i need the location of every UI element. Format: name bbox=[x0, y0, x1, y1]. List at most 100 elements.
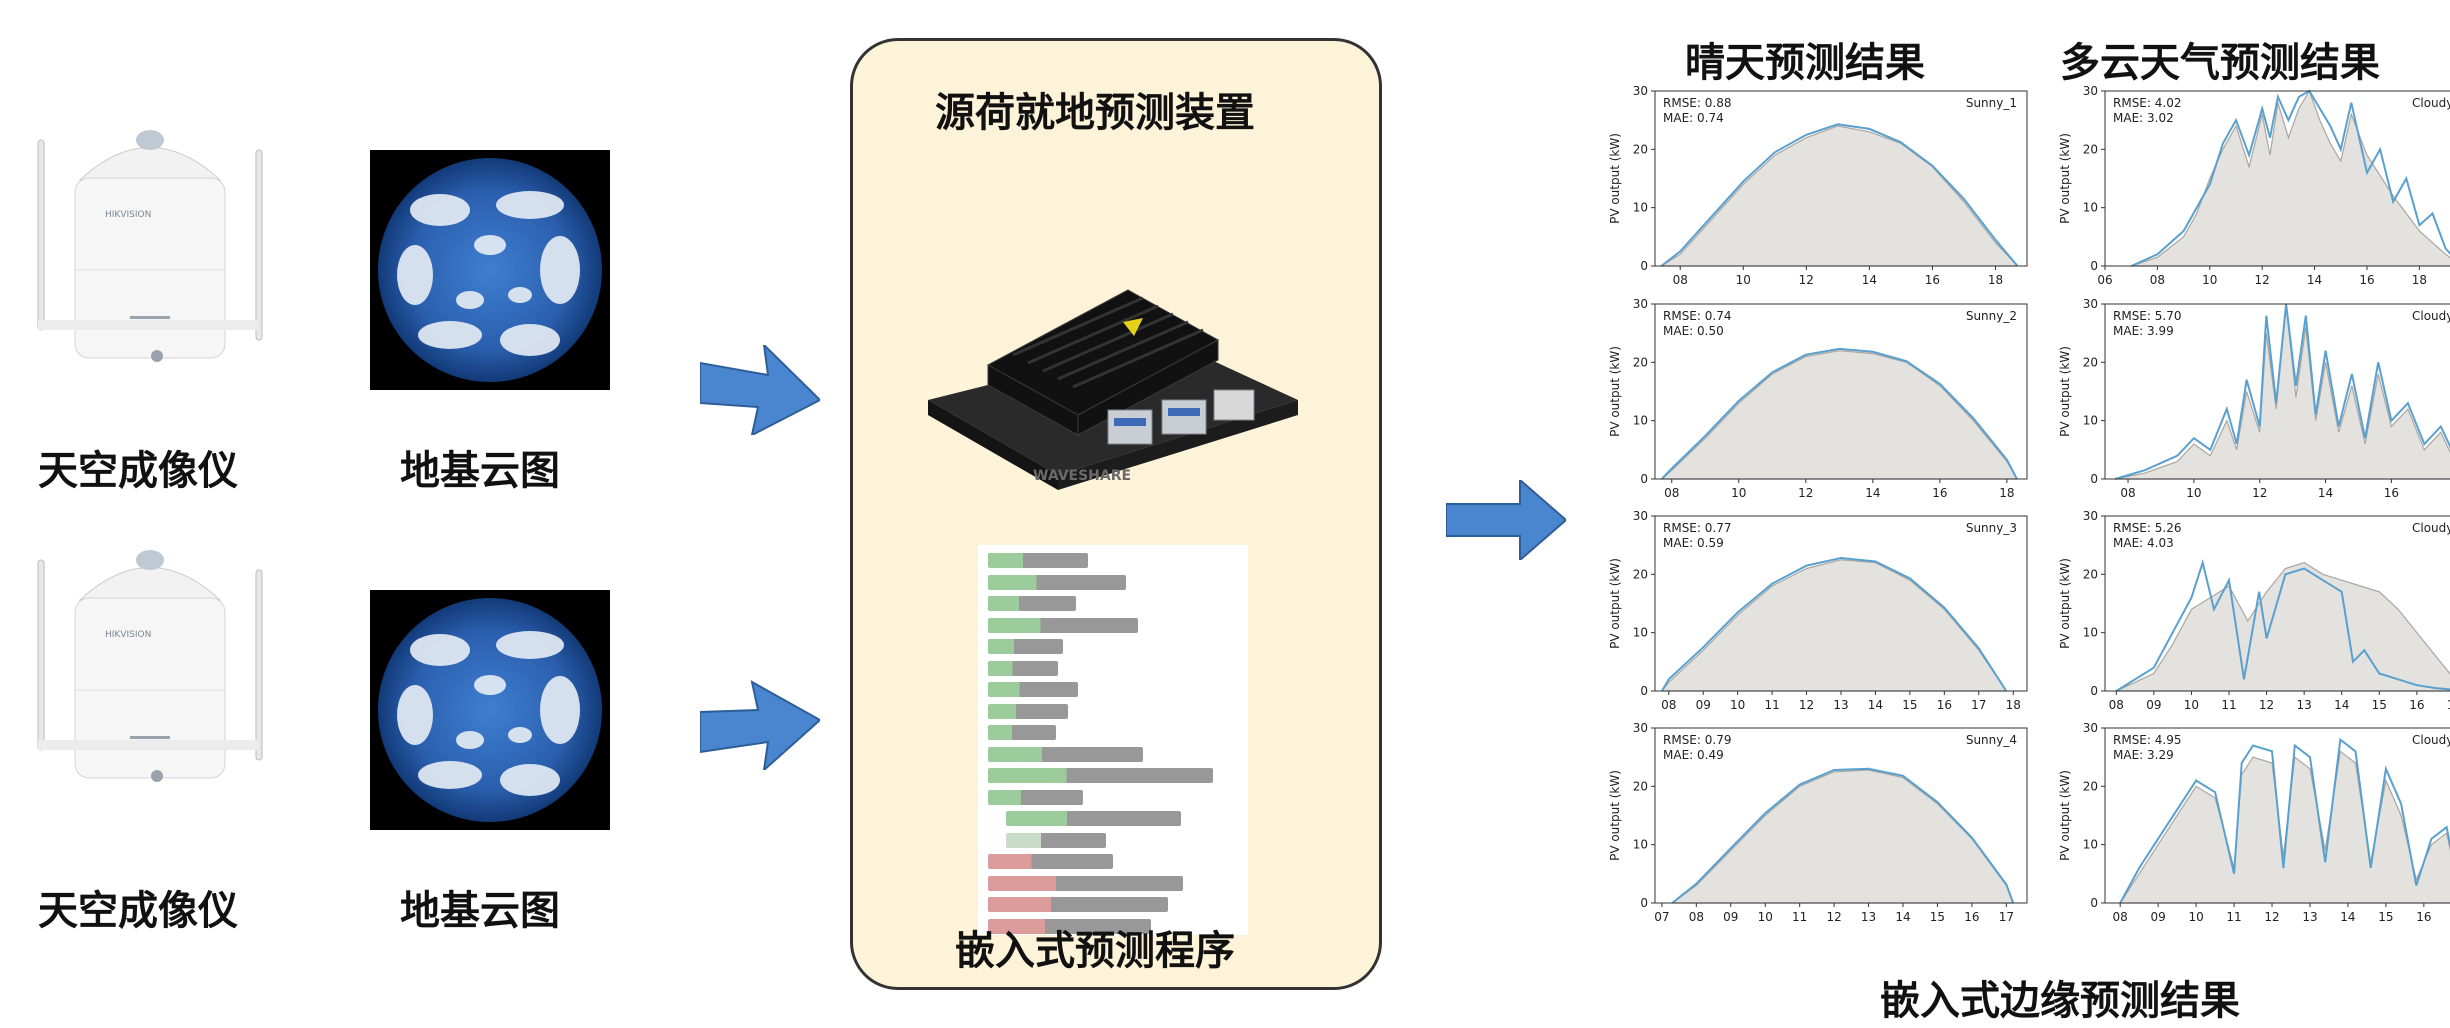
plot-frame bbox=[2104, 515, 2450, 692]
sky-imager-label-top: 天空成像仪 bbox=[38, 448, 238, 494]
y-tick-label: 10 bbox=[1633, 414, 1648, 428]
code-line bbox=[1006, 832, 1106, 848]
x-tick-label: 08 bbox=[2109, 698, 2124, 712]
y-tick-label: 10 bbox=[1633, 838, 1648, 852]
device-brand-bottom: HIKVISION bbox=[105, 630, 151, 640]
plot-frame bbox=[1654, 90, 2028, 267]
x-tick-label: 08 bbox=[2120, 486, 2135, 500]
prediction-line bbox=[2114, 303, 2450, 480]
x-tick-label: 18 bbox=[1988, 273, 2003, 287]
y-tick-label: 10 bbox=[2083, 838, 2098, 852]
x-tick-label: 17 bbox=[1999, 910, 2014, 924]
x-tick-label: 12 bbox=[1799, 698, 1814, 712]
x-tick-label: 10 bbox=[1736, 273, 1751, 287]
x-tick-label: 11 bbox=[2226, 910, 2241, 924]
x-tick-label: 16 bbox=[1964, 910, 1979, 924]
x-tick-label: 17 bbox=[1971, 698, 1986, 712]
arrow-top bbox=[700, 345, 820, 435]
x-tick-label: 14 bbox=[1895, 910, 1910, 924]
x-tick-label: 14 bbox=[1865, 486, 1880, 500]
y-tick-label: 30 bbox=[2083, 298, 2098, 311]
code-line bbox=[988, 897, 1168, 912]
pv-plot-cloudy1: 01020300608101214161820PV output (kW)RMS… bbox=[2055, 85, 2450, 300]
x-tick-label: 12 bbox=[1799, 273, 1814, 287]
mae-label: MAE: 3.99 bbox=[2113, 324, 2174, 338]
x-tick-label: 13 bbox=[2297, 698, 2312, 712]
sky-imager-bottom: HIKVISION bbox=[20, 540, 280, 810]
code-line bbox=[988, 789, 1083, 805]
y-tick-label: 0 bbox=[2090, 472, 2098, 486]
device-brand-top: HIKVISION bbox=[105, 210, 151, 220]
y-axis-label: PV output (kW) bbox=[1608, 346, 1622, 437]
series-name: Sunny_3 bbox=[1966, 521, 2017, 535]
actual-area bbox=[1661, 559, 2007, 692]
y-axis-label: PV output (kW) bbox=[2058, 346, 2072, 437]
x-tick-label: 10 bbox=[2188, 910, 2203, 924]
code-line bbox=[988, 768, 1213, 783]
plot-frame bbox=[1654, 727, 2028, 904]
plot-frame bbox=[1654, 303, 2028, 480]
prediction-line bbox=[2130, 89, 2450, 267]
x-tick-label: 18 bbox=[2006, 698, 2021, 712]
ground-cloud-label-top: 地基云图 bbox=[400, 448, 560, 494]
x-tick-label: 12 bbox=[2252, 486, 2267, 500]
y-axis-label: PV output (kW) bbox=[2058, 133, 2072, 224]
x-tick-label: 16 bbox=[2409, 698, 2424, 712]
mae-label: MAE: 0.49 bbox=[1663, 748, 1724, 762]
y-tick-label: 20 bbox=[2083, 779, 2098, 793]
mae-label: MAE: 0.50 bbox=[1663, 324, 1724, 338]
x-tick-label: 07 bbox=[1654, 910, 1669, 924]
series-name: Cloudy_3 bbox=[2412, 521, 2450, 535]
y-tick-label: 10 bbox=[1633, 626, 1648, 640]
y-tick-label: 30 bbox=[1633, 722, 1648, 735]
code-line bbox=[988, 703, 1068, 719]
sky-imager-label-bottom: 天空成像仪 bbox=[38, 888, 238, 934]
y-tick-label: 30 bbox=[1633, 298, 1648, 311]
x-tick-label: 12 bbox=[1826, 910, 1841, 924]
y-tick-label: 30 bbox=[2083, 510, 2098, 523]
x-tick-label: 08 bbox=[2150, 273, 2165, 287]
code-line bbox=[988, 596, 1076, 611]
rmse-label: RMSE: 0.77 bbox=[1663, 521, 1731, 535]
x-tick-label: 17 bbox=[2447, 698, 2450, 712]
x-tick-label: 12 bbox=[2264, 910, 2279, 924]
rmse-label: RMSE: 0.79 bbox=[1663, 733, 1731, 747]
y-tick-label: 10 bbox=[2083, 626, 2098, 640]
x-tick-label: 16 bbox=[2384, 486, 2399, 500]
y-tick-label: 0 bbox=[1640, 259, 1648, 273]
rmse-label: RMSE: 5.70 bbox=[2113, 309, 2181, 323]
code-line bbox=[1006, 811, 1181, 826]
prediction-line bbox=[1661, 556, 2008, 692]
x-tick-label: 12 bbox=[2259, 698, 2274, 712]
board-watermark: WAVESHARE bbox=[1033, 468, 1131, 484]
x-tick-label: 09 bbox=[1696, 698, 1711, 712]
code-line bbox=[988, 918, 1151, 934]
actual-area bbox=[1670, 769, 2014, 904]
fisheye-sky-top-graphic bbox=[378, 158, 602, 382]
prediction-line bbox=[1671, 767, 2015, 904]
plot-svg-cloudy4: 010203008091011121314151617PV output (kW… bbox=[2058, 722, 2450, 924]
sky-imager-bottom-graphic: HIKVISION bbox=[37, 550, 263, 782]
y-tick-label: 30 bbox=[2083, 722, 2098, 735]
y-tick-label: 20 bbox=[2083, 567, 2098, 581]
prediction-line bbox=[1660, 347, 2018, 480]
prediction-line bbox=[1660, 123, 2019, 267]
y-tick-label: 10 bbox=[1633, 201, 1648, 215]
y-tick-label: 0 bbox=[1640, 896, 1648, 910]
rmse-label: RMSE: 4.95 bbox=[2113, 733, 2181, 747]
fisheye-sky-bottom-graphic bbox=[378, 598, 602, 822]
ground-cloud-image-top bbox=[370, 150, 610, 390]
x-tick-label: 09 bbox=[2146, 698, 2161, 712]
y-axis-label: PV output (kW) bbox=[1608, 133, 1622, 224]
code-line bbox=[988, 553, 1088, 568]
x-tick-label: 10 bbox=[2184, 698, 2199, 712]
mae-label: MAE: 3.02 bbox=[2113, 111, 2174, 125]
x-tick-label: 14 bbox=[1862, 273, 1877, 287]
prediction-line bbox=[2115, 559, 2450, 692]
